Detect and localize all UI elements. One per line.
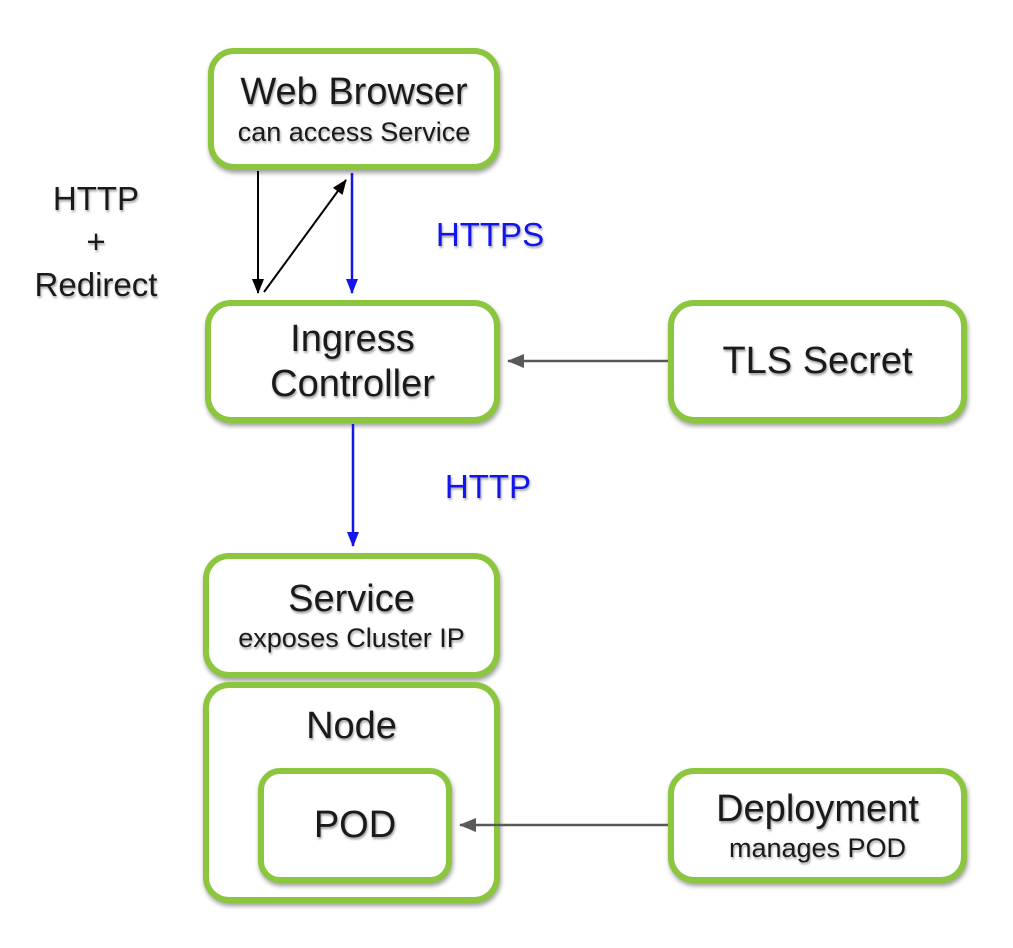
web-browser-title: Web Browser [240, 71, 468, 114]
deployment-title: Deployment [716, 787, 919, 830]
deployment-box: Deployment manages POD [668, 768, 967, 883]
ingress-controller-title: Ingress Controller [270, 317, 435, 405]
http-label: HTTP [444, 468, 532, 505]
service-box: Service exposes Cluster IP [203, 553, 500, 678]
tls-secret-title: TLS Secret [722, 340, 913, 383]
pod-box: POD [258, 768, 452, 883]
pod-title: POD [313, 804, 397, 847]
web-browser-subtitle: can access Service [237, 116, 471, 147]
service-subtitle: exposes Cluster IP [238, 623, 465, 654]
service-title: Service [288, 577, 415, 620]
web-browser-box: Web Browser can access Service [208, 48, 500, 170]
tls-secret-box: TLS Secret [668, 300, 967, 423]
node-title: Node [306, 705, 397, 747]
http-redirect-label: HTTP + Redirect [34, 180, 158, 303]
arrow-redirect-ingress-to-browser [263, 179, 347, 293]
ingress-controller-box: Ingress Controller [205, 300, 500, 423]
deployment-subtitle: manages POD [728, 833, 907, 864]
https-label: HTTPS [435, 216, 545, 253]
